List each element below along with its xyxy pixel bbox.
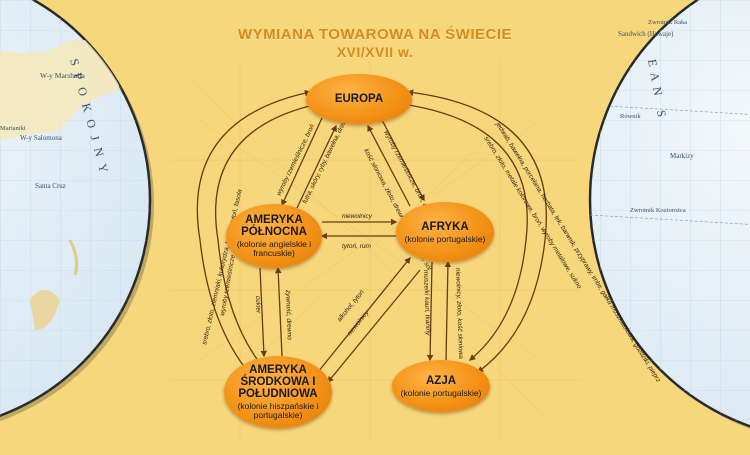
map-label-marshall: W-y Marshalla	[40, 71, 85, 80]
node-ameryka-srodkowa-poludniowa: AMERYKA ŚRODKOWA I POŁUDNIOWA (kolonie h…	[224, 356, 332, 428]
node-azja-name: AZJA	[425, 374, 457, 387]
arrow-outer-left	[196, 89, 312, 381]
node-ameryka-sp-sub: (kolonie hiszpańskie i portugalskie)	[237, 401, 319, 421]
node-ameryka-sp-name: AMERYKA ŚRODKOWA I POŁUDNIOWA	[238, 363, 318, 401]
flow-apn-af-top: niewolnicy	[342, 213, 373, 220]
flow-apn-apd-2: żywność, drewno	[284, 289, 293, 340]
map-label-zwrotnik-koziorozca: Zwrotnik Koziorożca	[630, 207, 686, 214]
node-azja-sub: (kolonie portugalskie)	[400, 387, 482, 398]
arrow-apn-eu	[295, 124, 337, 211]
flow-af-azja-2: niewolnicy, złoto, kość słoniowa	[454, 268, 464, 359]
node-azja: AZJA (kolonie portugalskie)	[392, 360, 490, 412]
arrow-outer-left-2	[214, 101, 320, 367]
arrow-outer-right	[406, 89, 547, 373]
flow-apd-af-2: niewolnicy	[346, 309, 371, 337]
arrow-apn-apd	[259, 267, 268, 358]
arrow-apd-apn	[274, 266, 283, 357]
map-label-rownik: Równik	[620, 113, 641, 120]
map-label-santacruz: Santa Cruz	[35, 182, 66, 190]
node-afryka-name: AFRYKA	[421, 220, 469, 233]
arrow-azja-af	[444, 260, 452, 361]
flow-apn-apd-1: cukier	[254, 296, 262, 314]
diagram-subtitle: XVI/XVII w.	[336, 44, 414, 60]
left-globe: W-y Marshalla W-y Salomona Santa Cruz Ma…	[0, 0, 154, 430]
node-europa: EUROPA	[306, 74, 412, 124]
flow-af-azja-1: muszelki kauri, tkaniny	[422, 270, 431, 336]
node-afryka: AFRYKA (kolonie portugalskie)	[396, 202, 494, 262]
right-globe: Zwrotnik Raka Sandwich (Hawaje) Równik M…	[588, 0, 750, 440]
diagram-title: WYMIANA TOWAROWA NA ŚWIECIE	[237, 26, 513, 43]
map-label-marianiki: Marianiki	[0, 125, 26, 132]
arrow-af-eu	[367, 124, 411, 207]
trade-arrows	[196, 89, 547, 384]
node-ameryka-polnocna-name: AMERYKA PÓŁNOCNA	[241, 214, 307, 239]
map-label-solomon: W-y Salomona	[20, 134, 63, 142]
arrow-af-apd	[327, 269, 421, 384]
node-ameryka-polnocna: AMERYKA PÓŁNOCNA (kolonie angielskie i f…	[226, 204, 322, 268]
flow-apn-af-bottom: tytoń, rum	[342, 243, 371, 250]
map-label-zwrotnik-raka: Zwrotnik Raka	[648, 19, 687, 26]
map-label-sandwich: Sandwich (Hawaje)	[618, 30, 674, 38]
arrow-eu-apn	[281, 117, 323, 207]
node-ameryka-polnocna-sub: (kolonie angielskie i francuskie)	[236, 239, 312, 259]
arrow-apd-af	[317, 256, 411, 373]
node-afryka-sub: (kolonie portugalskie)	[404, 233, 486, 244]
map-label-markizy: Markizy	[670, 152, 694, 160]
node-europa-name: EUROPA	[334, 92, 384, 105]
arrow-outer-right-2	[401, 103, 528, 361]
